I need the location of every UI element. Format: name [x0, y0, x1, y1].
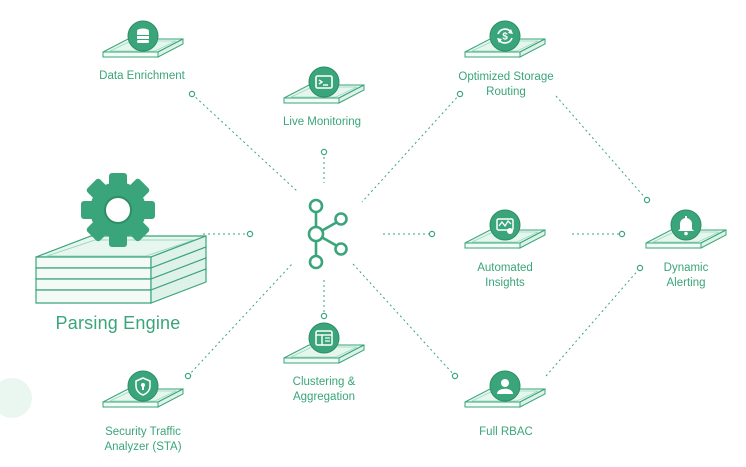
connector-data-enrichment — [191, 93, 299, 193]
node-security: Security Traffic Analyzer (STA) — [104, 425, 181, 455]
connector-rbac-alerting — [545, 267, 641, 377]
node-live-monitoring: Live Monitoring — [283, 115, 361, 130]
label-line: Clustering & — [292, 376, 356, 388]
node-dynamic-alerting: Dynamic Alerting — [664, 261, 709, 291]
connector-security — [187, 263, 293, 377]
node-icons: $ — [127, 20, 702, 402]
node-optimized-storage: Optimized Storage Routing — [458, 70, 553, 100]
label-line: Insights — [485, 277, 525, 289]
svg-text:$: $ — [502, 32, 508, 43]
label-line: Dynamic — [663, 262, 709, 274]
label-line: Analyzer (STA) — [104, 441, 182, 453]
label-line: Full RBAC — [479, 426, 533, 438]
connector-endpoints — [184, 90, 651, 380]
connector-storage-alerting — [555, 95, 648, 201]
layout-icon — [308, 322, 340, 354]
node-parsing-engine: Parsing Engine — [55, 313, 181, 333]
label-line: Alerting — [666, 277, 706, 289]
node-data-enrichment: Data Enrichment — [99, 69, 185, 84]
label-line: Aggregation — [292, 391, 356, 403]
gear-icon — [81, 173, 155, 247]
dollar-cycle-icon: $ — [489, 20, 521, 52]
label-line: Data Enrichment — [99, 70, 185, 82]
terminal-icon — [308, 66, 340, 98]
node-automated-insights: Automated Insights — [477, 261, 533, 291]
node-full-rbac: Full RBAC — [479, 425, 533, 440]
node-clustering: Clustering & Aggregation — [293, 375, 356, 405]
label-line: Live Monitoring — [283, 116, 361, 128]
label-line: Routing — [486, 86, 526, 98]
connector-full-rbac — [352, 263, 456, 377]
node-platforms — [102, 38, 727, 408]
decorative-circle — [0, 378, 32, 418]
bell-icon — [670, 209, 702, 241]
label-line: Automated — [477, 262, 533, 274]
label-line: Optimized Storage — [458, 71, 554, 83]
kafka-hub-icon — [307, 198, 348, 270]
shield-icon — [127, 370, 159, 402]
insights-icon — [489, 209, 521, 241]
database-icon — [127, 20, 159, 52]
label-line: Parsing Engine — [55, 313, 181, 333]
label-line: Security Traffic — [105, 426, 181, 438]
connector-lines — [187, 93, 648, 377]
connector-optimized-storage — [361, 93, 461, 203]
user-icon — [489, 370, 521, 402]
